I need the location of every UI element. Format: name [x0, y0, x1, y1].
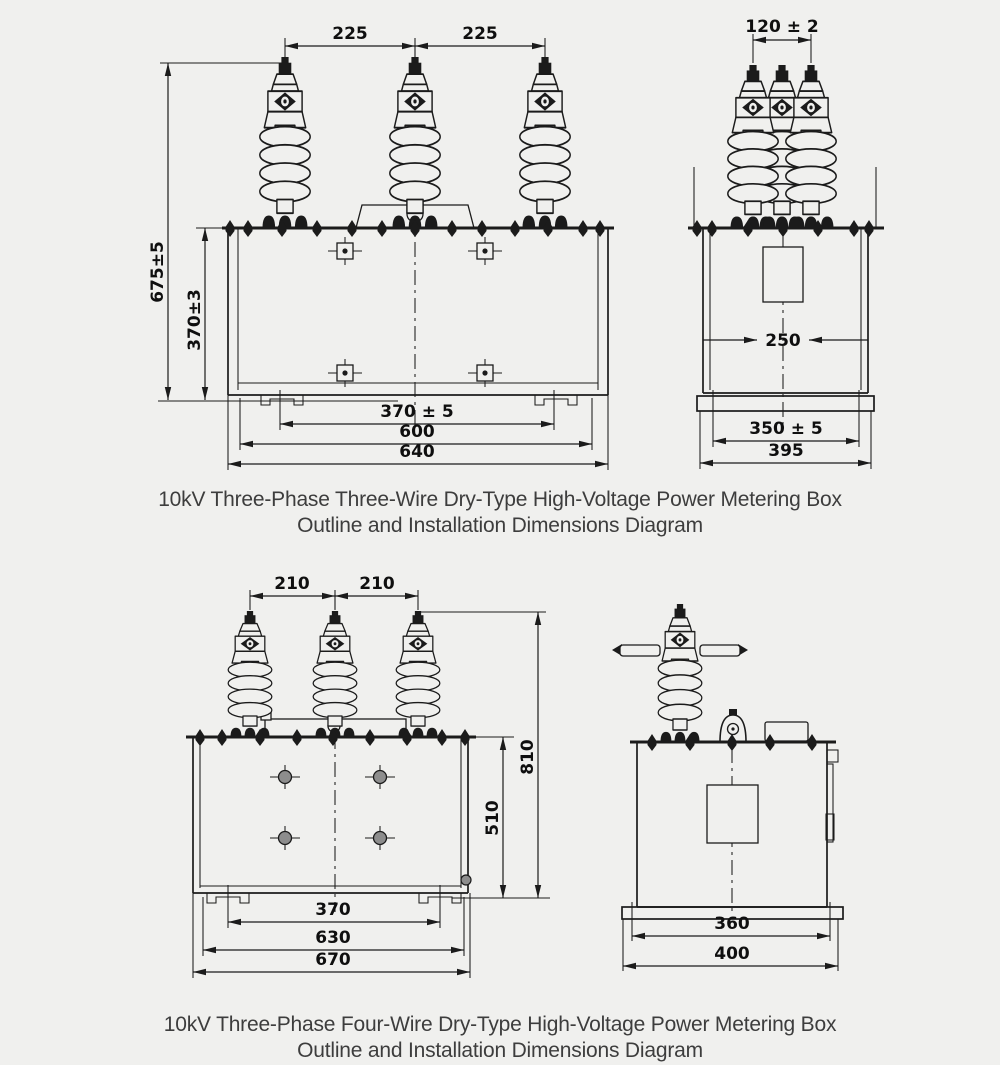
dim-overall-width: 640 [399, 442, 435, 462]
dim-overall-width: 670 [315, 950, 351, 970]
mounting-hole [467, 236, 503, 266]
insulator-bushing [657, 603, 703, 743]
dim-mounting-width: 370 [315, 900, 351, 920]
dim-mounting-depth: 350 ± 5 [749, 419, 822, 439]
dim-bushing-spacing-right: 225 [462, 24, 498, 44]
dim-mounting-width: 370 ± 5 [380, 402, 453, 422]
terminal-arm [619, 644, 661, 657]
mounting-foot [260, 394, 304, 406]
dim-depth: 250 [765, 331, 801, 351]
mounting-hole [269, 825, 301, 851]
dim-bushing-spacing-left: 225 [332, 24, 368, 44]
dim-body-width: 600 [399, 422, 435, 442]
three-wire-diagram-title-line1: 10kV Three-Phase Three-Wire Dry-Type Hig… [158, 488, 842, 511]
base-channel [621, 906, 844, 920]
four-wire-diagram-title-line1: 10kV Three-Phase Four-Wire Dry-Type High… [164, 1013, 837, 1036]
four-wire-front-view: 210 210 510 810 370 630 670 [186, 574, 550, 978]
dim-overall-height: 675±5 [148, 241, 168, 303]
drain-plug [460, 874, 472, 886]
dim-bushing-spacing-left: 210 [274, 574, 310, 594]
cable-tab [826, 749, 839, 763]
three-wire-diagram-title-line2: Outline and Installation Dimensions Diag… [297, 514, 703, 537]
dim-mounting-depth: 360 [714, 914, 750, 934]
insulator-bushing [395, 610, 441, 738]
mounting-foot [534, 394, 578, 406]
dim-body-width: 630 [315, 928, 351, 948]
insulator-bushing [388, 56, 442, 229]
base-channel [696, 395, 875, 412]
dim-overall-height: 810 [518, 739, 538, 775]
four-wire-diagram-title-line2: Outline and Installation Dimensions Diag… [297, 1039, 703, 1062]
mounting-hole [364, 764, 396, 790]
dim-body-height: 370±3 [185, 289, 205, 351]
mounting-hole [327, 236, 363, 266]
dim-body-height: 510 [483, 800, 503, 836]
terminal-arm [699, 644, 741, 657]
insulator-bushing [312, 610, 358, 738]
cover-bolts [225, 220, 605, 237]
insulator-bushing [258, 56, 312, 229]
three-wire-side-view: 120 ± 2 250 350 ± 5 395 [688, 17, 884, 469]
mounting-hole [269, 764, 301, 790]
nameplate [762, 246, 804, 303]
nameplate [706, 784, 759, 844]
side-channel [826, 763, 834, 843]
dim-bushing-spacing: 120 ± 2 [745, 17, 818, 37]
dim-base-depth: 400 [714, 944, 750, 964]
dim-base-depth: 395 [768, 441, 804, 461]
three-wire-front-view: 225 225 675±5 370±3 370 ± 5 600 640 [148, 24, 614, 470]
dim-bushing-spacing-right: 210 [359, 574, 395, 594]
insulator-bushing [518, 56, 572, 229]
mounting-hole [364, 825, 396, 851]
four-wire-side-view: 360 400 [612, 603, 844, 971]
